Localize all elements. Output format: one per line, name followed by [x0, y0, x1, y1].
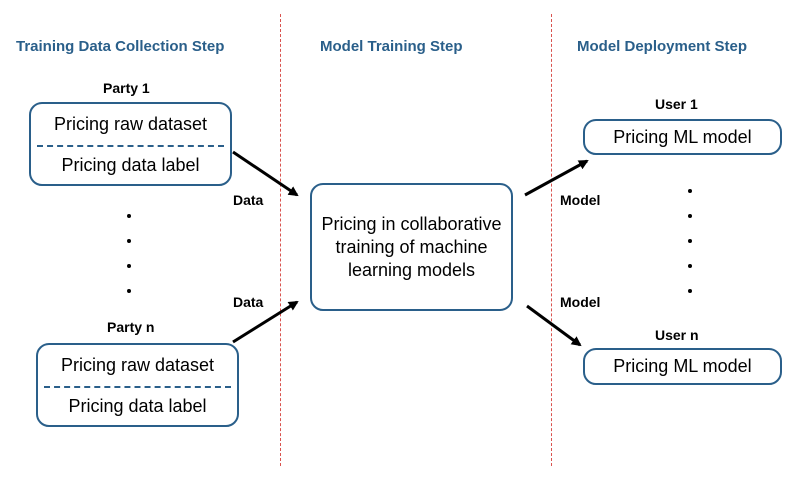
user-1-model-box: Pricing ML model — [583, 119, 782, 155]
party-ellipsis — [127, 214, 131, 314]
model-edge-label-top: Model — [560, 192, 601, 208]
party-n-data-label: Pricing data label — [68, 396, 207, 416]
ellipsis-dot — [688, 264, 692, 268]
collaborative-training-text: Pricing in collaborative training of mac… — [321, 213, 502, 280]
arrow-partyn-to-training — [232, 300, 299, 344]
user-1-model: Pricing ML model — [613, 126, 752, 147]
arrow-training-to-user1 — [524, 159, 589, 197]
party-1-dataset: Pricing raw dataset — [53, 114, 208, 134]
collaborative-training-box: Pricing in collaborative training of mac… — [310, 183, 513, 311]
party-1-separator — [37, 145, 224, 147]
divider-left — [280, 14, 281, 466]
ellipsis-dot — [127, 289, 131, 293]
user-1-label: User 1 — [655, 96, 698, 112]
divider-right — [551, 14, 552, 466]
ellipsis-dot — [127, 214, 131, 218]
user-n-model-box: Pricing ML model — [583, 348, 782, 385]
ellipsis-dot — [688, 214, 692, 218]
ellipsis-dot — [688, 239, 692, 243]
data-edge-label-top: Data — [233, 192, 264, 208]
arrow-party1-to-training — [232, 150, 299, 197]
ellipsis-dot — [688, 189, 692, 193]
party-n-label: Party n — [107, 319, 155, 335]
user-n-model: Pricing ML model — [613, 356, 752, 376]
step-title-training: Model Training Step — [320, 38, 463, 55]
party-n-dataset: Pricing raw dataset — [60, 355, 215, 375]
party-1-label: Party 1 — [103, 80, 150, 96]
ellipsis-dot — [688, 289, 692, 293]
step-title-deployment: Model Deployment Step — [577, 38, 748, 55]
party-1-box: Pricing raw dataset Pricing data label — [29, 102, 232, 186]
data-edge-label-bottom: Data — [233, 294, 264, 310]
user-n-label: User n — [655, 327, 699, 343]
user-ellipsis — [688, 189, 692, 314]
party-n-box: Pricing raw dataset Pricing data label — [36, 343, 239, 427]
model-edge-label-bottom: Model — [560, 294, 601, 310]
arrow-training-to-usern — [526, 304, 582, 347]
party-n-separator — [44, 386, 231, 388]
ellipsis-dot — [127, 239, 131, 243]
step-title-collection: Training Data Collection Step — [16, 38, 225, 55]
ellipsis-dot — [127, 264, 131, 268]
party-1-data-label: Pricing data label — [61, 155, 200, 175]
